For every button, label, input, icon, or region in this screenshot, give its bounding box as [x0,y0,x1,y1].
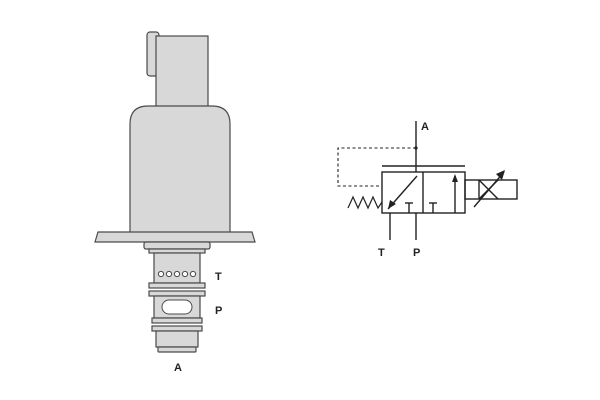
t-port-holes [157,270,197,278]
t-port-hole [181,270,189,278]
p-port-window [161,299,193,315]
valve-stem-upper [153,252,201,284]
valve-neck-collar [148,248,206,254]
t-port-hole [189,270,197,278]
t-port-hole [157,270,165,278]
pilot-line [337,147,416,187]
schematic-label-p: P [413,247,420,259]
flow-arrow-head [388,200,396,209]
right-flow-arrow [452,174,458,182]
seal-ring [151,325,203,332]
p-port-opening [161,299,193,315]
solenoid-box [464,179,518,200]
t-port-hole [165,270,173,278]
proportional-arrow [473,171,505,208]
proportional-arrow-head [496,170,505,180]
schematic-label-t: T [378,247,385,259]
connector-plug [155,35,209,109]
valve-neck [143,241,211,250]
valve-label-t: T [215,271,222,283]
t-port-hole [173,270,181,278]
seal-ring [151,317,203,324]
valve-nose [155,330,199,348]
hydraulic-schematic [337,121,518,240]
valve-label-p: P [215,305,222,317]
coil-housing [129,105,231,235]
mounting-flange [94,231,256,243]
return-spring [347,195,383,210]
cartridge-valve [94,31,256,353]
schematic-label-a: A [421,121,429,133]
valve-label-a: A [174,362,182,374]
valve-nose-tip [157,346,197,353]
seal-ring [148,290,206,297]
seal-ring [148,282,206,289]
